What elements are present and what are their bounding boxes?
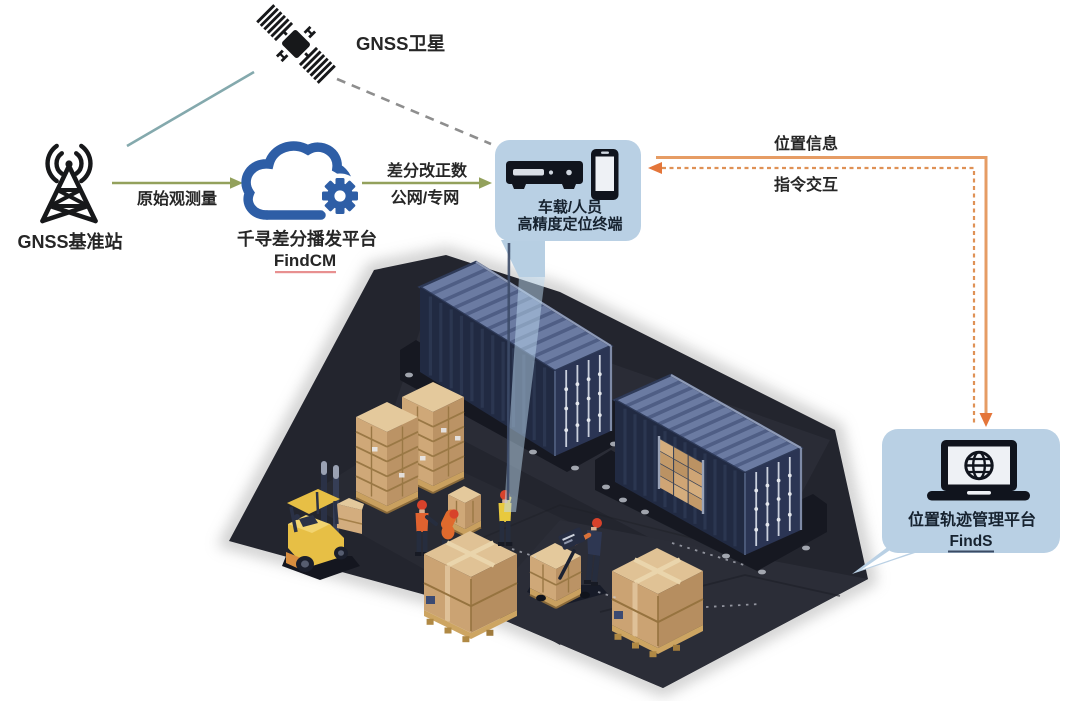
- svg-text:FindCM: FindCM: [274, 251, 336, 270]
- svg-text:指令交互: 指令交互: [774, 175, 838, 194]
- svg-text:原始观测量: 原始观测量: [137, 189, 217, 208]
- svg-text:位置信息: 位置信息: [774, 134, 838, 153]
- svg-text:差分改正数: 差分改正数: [387, 161, 468, 180]
- svg-text:FindS: FindS: [949, 533, 992, 550]
- svg-text:GNSS卫星: GNSS卫星: [356, 33, 445, 54]
- svg-text:高精度定位终端: 高精度定位终端: [517, 215, 622, 233]
- svg-text:千寻差分播发平台: 千寻差分播发平台: [237, 229, 377, 249]
- svg-text:公网/专网: 公网/专网: [391, 188, 459, 207]
- svg-text:位置轨迹管理平台: 位置轨迹管理平台: [908, 510, 1036, 529]
- svg-text:GNSS基准站: GNSS基准站: [17, 231, 122, 252]
- svg-text:车载/人员: 车载/人员: [538, 198, 602, 216]
